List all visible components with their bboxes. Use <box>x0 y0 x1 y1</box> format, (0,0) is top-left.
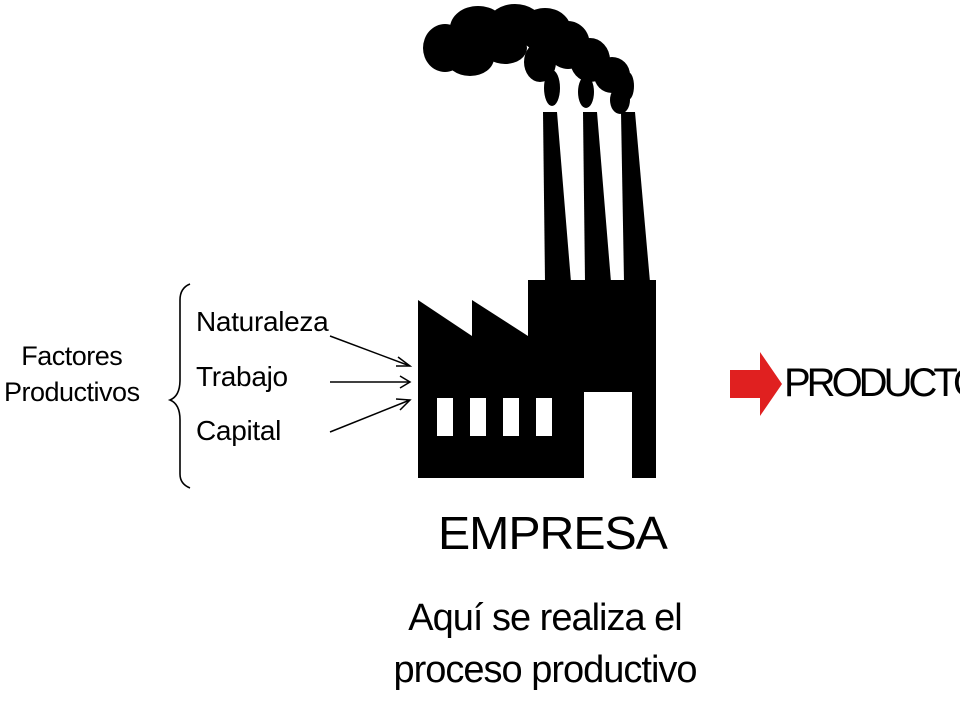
factory-building <box>418 280 656 478</box>
output-arrow-icon <box>730 352 782 416</box>
chimney <box>621 112 650 282</box>
factors-group-label: Factores Productivos <box>4 338 140 410</box>
input-arrows <box>329 335 413 433</box>
smoke-icon <box>423 4 634 114</box>
arrowhead-trabajo <box>399 375 412 389</box>
chimney <box>583 112 611 282</box>
factors-label-line2: Productivos <box>4 377 140 407</box>
output-label: PRODUCTOS <box>784 361 960 405</box>
arrowhead-capital <box>395 398 412 411</box>
input-item-capital: Capital <box>196 415 282 446</box>
brace-icon <box>167 283 191 489</box>
factory-window <box>470 398 486 436</box>
factory-title: EMPRESA <box>438 507 668 559</box>
factors-label-line1: Factores <box>21 341 123 371</box>
factory-icon <box>418 4 656 478</box>
factory-window <box>503 398 519 436</box>
arrow-capital <box>329 399 411 433</box>
arrowhead-naturaleza <box>396 356 413 367</box>
caption-line1: Aquí se realiza el <box>408 597 683 639</box>
factory-window <box>536 398 552 436</box>
factory-caption: Aquí se realiza el proceso productivo <box>380 592 710 696</box>
chimney <box>543 112 571 282</box>
factory-window <box>437 398 453 436</box>
input-item-naturaleza: Naturaleza <box>196 306 329 337</box>
input-item-trabajo: Trabajo <box>196 361 288 392</box>
arrow-naturaleza <box>329 335 411 367</box>
caption-line2: proceso productivo <box>393 649 697 691</box>
